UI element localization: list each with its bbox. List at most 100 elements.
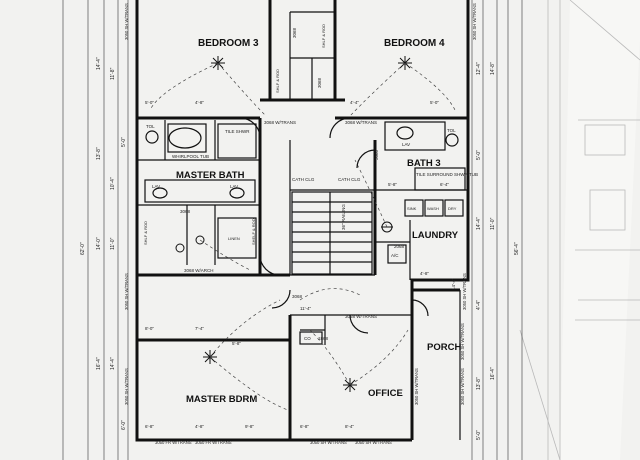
dim-left-inner-8: 9'-8" [245,424,254,429]
window-tag-left-1: 3050 SH W/TRANS [124,273,129,310]
dim-right-outer-9: 5'-0" [476,430,482,440]
left-dimensions: 14'-4" 11'-8" 13'-8" 10'-4" 5'-0" 14'-0"… [80,57,254,430]
door-tag-8: 3068 W/TRANS [345,120,377,125]
dim-left-outer-3: 13'-8" [96,147,102,160]
room-label-porch: PORCH [427,342,461,353]
dim-right-outer-7: 4'-4" [476,300,482,310]
window-tag-bottom-4: 3050 SH W/TRANS [355,440,392,445]
right-dimensions: 12'-4" 14'-8" 5'-0" 11'-0" 14'-4" 16'-4"… [300,62,520,440]
tol-note-1: TOL [146,124,155,129]
dim-right-outer-3: 5'-0" [476,150,482,160]
dim-left-outer-8: 16'-4" [96,357,102,370]
dim-left-outer-4: 10'-4" [110,177,116,190]
dim-left-outer-7: 11'-0" [110,237,116,250]
ghost-drawing [519,0,640,460]
dim-right-inner-6: 11'-4" [300,306,312,311]
dim-left-inner-7: 4'-8" [195,424,204,429]
dim-right-inner-2: 5'-0" [430,100,439,105]
dim-right-outer-8: 13'-8" [476,377,482,390]
window-tag-bottom-2: 3050 FR W/TRANS [195,440,232,445]
room-labels: BEDROOM 3 BEDROOM 4 MASTER BATH BATH 3 L… [176,38,461,405]
window-tag-left-2: 3050 SH W/TRANS [124,368,129,405]
door-tag-6: 3068 [292,294,303,299]
room-label-office: OFFICE [368,388,403,399]
door-tag-4: 3068 [180,209,191,214]
dim-right-outer-6: 16'-4" [490,367,496,380]
door-tag-2: 3068 W/TRANS [264,120,296,125]
window-tag-porch-2: 3050 SH W/TRANS [460,368,465,405]
door-tag-9: 3068 W/TRANS [345,314,377,319]
co-note: CO [304,336,311,341]
right-dimension-lines [471,0,523,460]
door-swings [239,117,429,334]
dim-right-inner-3: 5'-8" [388,182,397,187]
dim-left-inner-6: 6'-8" [145,424,154,429]
door-tag-3: 3068 W/ARCH [184,268,214,273]
room-label-laundry: LAUNDRY [412,230,459,241]
dim-right-outer-4: 11'-0" [490,217,496,230]
dim-left-inner-1: 5'-0" [145,100,154,105]
railing-note: 36" RAILING [341,204,346,230]
dim-right-inner-9: 14'-4" [451,278,456,290]
wash-note: WASH [427,206,439,211]
room-label-bath3: BATH 3 [407,158,441,169]
dim-left-inner-2: 4'-8" [195,100,204,105]
tol-note-2: TOL [447,128,456,133]
fixtures [144,121,466,345]
dim-left-outer-2: 11'-8" [110,67,116,80]
dim-right-outer-5: 14'-4" [476,217,482,230]
window-tags: 3050 SH W/TRANS 3050 SH W/TRANS 3050 SH … [124,3,477,445]
stairs [291,191,373,275]
shelf-rod-note-3: SHLF & ROD [275,69,280,93]
fixture-notes: WHIRLPOOL TUB TILE SHWR TILE SURROUND SH… [143,24,478,341]
interior-walls [137,0,468,440]
dim-left-inner-3: 8'-0" [145,326,154,331]
dim-overall-right: 56'-4" [514,242,520,255]
shelf-rod-note-1: SHLF & ROD [143,221,148,245]
cath-clg-note-2: CATH CLG [338,177,361,182]
exterior-walls [135,0,470,442]
dim-right-inner-1: 4'-4" [350,100,359,105]
window-tag-top-right: 3050 SH W/TRANS [472,3,477,40]
tile-shwr-note: TILE SHWR [225,129,250,134]
door-tag-10: 3068 [374,149,379,160]
dim-left-outer-1: 14'-4" [96,57,102,70]
dim-left-outer-6: 14'-0" [96,237,102,250]
dim-right-outer-1: 12'-4" [476,62,482,75]
switch-wiring [149,62,456,411]
dim-right-outer-2: 14'-8" [490,62,496,75]
door-tag-11: 1868 [318,336,329,341]
window-tag-porch-1: 3050 SH W/TRANS [460,323,465,360]
lav-note-1: LAV [152,184,160,189]
ceiling-lights [175,56,412,392]
lav-note-3: LAV [402,142,410,147]
dim-left-outer-10: 6'-0" [121,420,127,430]
dim-left-outer-5: 5'-0" [121,137,127,147]
whirlpool-tub-note: WHIRLPOOL TUB [172,154,209,159]
room-label-master-bdrm: MASTER BDRM [186,394,257,405]
room-label-master-bath: MASTER BATH [176,170,245,181]
window-tag-bottom-1: 3050 FR W/TRANS [155,440,192,445]
lav-note-2: LAV [230,184,238,189]
dim-right-inner-4: 6'-4" [440,182,449,187]
window-tag-right-1: 3050 SH W/TRANS [462,273,467,310]
sink-note: SINK [407,206,417,211]
shelf-rod-note-4: SHLF & ROD [321,24,326,48]
left-dimension-lines [62,0,129,460]
window-tag-top-left: 3050 SH W/TRANS [124,3,129,40]
door-tag-1: 3068 [292,27,297,38]
dim-left-inner-5: 5'-8" [232,341,241,346]
door-tag-7: 3068 [317,77,322,88]
room-label-bedroom3: BEDROOM 3 [198,38,259,49]
window-tag-right-2: 3050 SH W/TRANS [414,368,419,405]
door-tags: 3068 3068 W/TRANS 3068 W/ARCH 3068 2068 … [180,27,405,341]
linen-note: LINEN [228,236,240,241]
room-label-bedroom4: BEDROOM 4 [384,38,445,49]
dim-right-inner-5: 4'-8" [420,271,429,276]
door-tag-5: 2068 [394,244,405,249]
tile-surround-note: TILE SURROUND SHWR/TUB [416,172,478,177]
dim-right-inner-7: 6'-8" [300,424,309,429]
window-tag-bottom-3: 3050 SH W/TRANS [310,440,347,445]
dim-overall-left: 62'-0" [80,242,86,255]
